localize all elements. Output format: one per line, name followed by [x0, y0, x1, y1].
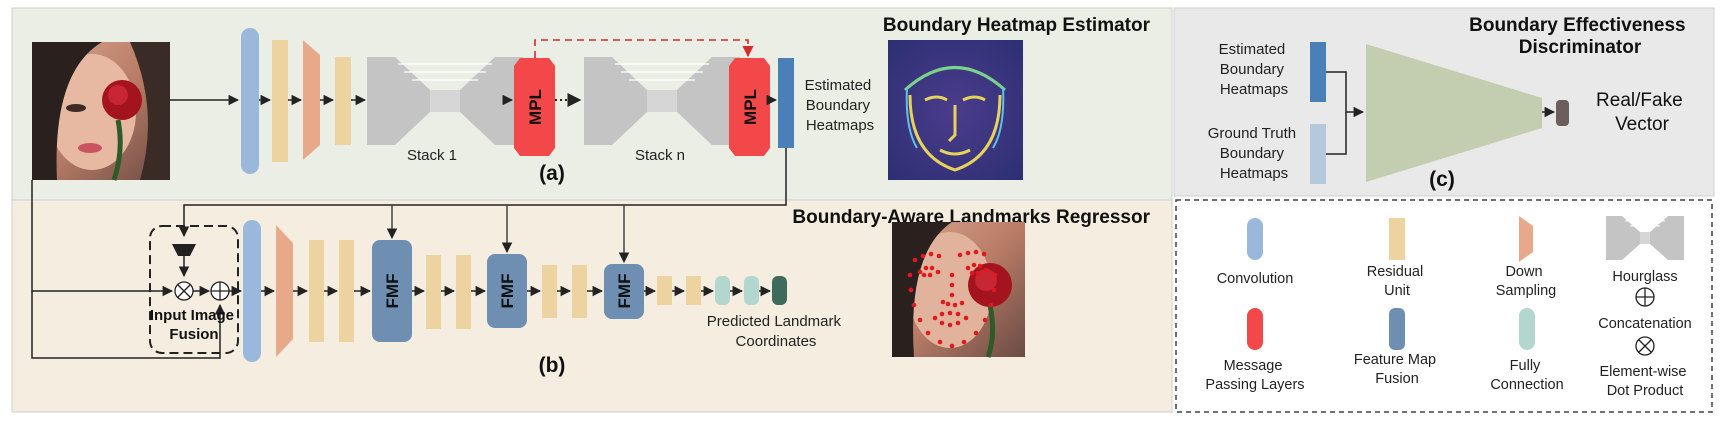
residual-block-a1	[272, 40, 288, 162]
fmf-block-1: FMF	[372, 240, 412, 342]
panel-c-label: (c)	[1429, 168, 1455, 191]
svg-text:FMF: FMF	[383, 274, 402, 309]
dot-product-icon	[174, 281, 194, 301]
conv-block-a	[241, 28, 259, 174]
arrow-heatmap-to-fusion	[178, 148, 787, 238]
panel-b-title: Boundary-Aware Landmarks Regressor	[792, 207, 1150, 228]
discriminator-ground-truth-bar	[1310, 124, 1326, 184]
residual-block-b7	[657, 276, 672, 305]
arrow-image-to-concat	[31, 291, 226, 359]
residual-block-b4	[456, 255, 471, 329]
legend-dot-product-label: Element-wise Dot Product	[1599, 364, 1690, 399]
ground-truth-heatmaps-label: Ground Truth Boundary Heatmaps	[1208, 125, 1301, 182]
discriminator-estimated-bar	[1310, 42, 1326, 102]
panel-a-label: (a)	[539, 162, 565, 185]
discriminator-network	[1366, 44, 1542, 182]
arrow-groundtruth-to-discriminator	[1326, 112, 1347, 155]
fmf-block-2: FMF	[487, 254, 527, 328]
legend-hourglass-label: Hourglass	[1612, 269, 1677, 285]
boundary-heatmap-image	[888, 40, 1023, 180]
svg-text:FMF: FMF	[498, 274, 517, 309]
legend-mpl-swatch	[1247, 308, 1263, 350]
svg-text:FMF: FMF	[615, 274, 634, 309]
fc-block-2	[744, 276, 759, 305]
svg-text:MPL: MPL	[741, 89, 760, 125]
panel-b-label: (b)	[539, 354, 566, 377]
mpl-block-2: MPL	[729, 58, 770, 156]
legend-mpl-label: Message Passing Layers	[1205, 358, 1304, 393]
legend-concat-label: Concatenation	[1598, 316, 1692, 332]
output-coordinates-block	[772, 276, 787, 305]
hourglass-stack-1	[367, 57, 523, 145]
legend-down-label: Down Sampling	[1496, 264, 1556, 299]
legend-concat-icon	[1635, 287, 1655, 307]
legend-fc-swatch	[1519, 308, 1535, 350]
legend-conv-swatch	[1247, 218, 1263, 260]
residual-block-a2	[335, 57, 351, 145]
real-fake-output-block	[1556, 100, 1569, 126]
arrow-estimated-to-discriminator	[1326, 71, 1365, 118]
residual-block-b1	[309, 240, 324, 342]
stack-1-label: Stack 1	[407, 147, 457, 164]
input-image-fusion-label: Input Image Fusion	[150, 307, 238, 343]
predicted-landmarks-label: Predicted Landmark Coordinates	[707, 313, 845, 350]
fc-block-1	[715, 276, 730, 305]
panel-c-title: Boundary Effectiveness Discriminator	[1469, 15, 1691, 58]
mpl-skip-connection	[534, 39, 754, 58]
residual-block-b5	[542, 265, 557, 318]
hourglass-stack-n	[584, 57, 740, 145]
legend-fmf-swatch	[1389, 308, 1405, 350]
real-fake-vector-label: Real/Fake Vector	[1596, 90, 1688, 135]
residual-block-b6	[572, 265, 587, 318]
estimated-heatmap-bar	[778, 58, 794, 148]
concatenation-icon	[210, 281, 230, 301]
panel-a-title: Boundary Heatmap Estimator	[883, 15, 1151, 36]
legend-dot-product-icon	[1635, 336, 1655, 356]
legend-fmf-label: Feature Map Fusion	[1354, 352, 1440, 387]
fmf-block-3: FMF	[604, 264, 644, 319]
estimated-heatmaps-label-c: Estimated Boundary Heatmaps	[1219, 41, 1290, 98]
legend-fc-label: Fully Connection	[1490, 358, 1563, 393]
downsample-block-a	[303, 40, 320, 160]
svg-text:MPL: MPL	[526, 89, 545, 125]
legend-residual-label: Residual Unit	[1367, 264, 1427, 299]
stack-n-label: Stack n	[635, 147, 685, 164]
legend-residual-swatch	[1389, 218, 1405, 260]
legend-conv-label: Convolution	[1217, 271, 1294, 287]
landmark-points	[907, 249, 998, 349]
legend-hourglass-swatch	[1606, 216, 1684, 260]
estimated-heatmaps-label-a: Estimated Boundary Heatmaps	[805, 77, 876, 134]
landmarks-face-image	[892, 222, 1025, 358]
downsample-block-b	[276, 225, 293, 357]
residual-block-b8	[686, 276, 701, 305]
fusion-downsample-icon	[172, 244, 196, 256]
input-face-image	[32, 42, 170, 181]
residual-block-b2	[339, 240, 354, 342]
residual-block-b3	[426, 255, 441, 329]
mpl-block-1: MPL	[514, 58, 555, 156]
conv-block-b	[243, 220, 261, 362]
legend-down-swatch	[1519, 216, 1533, 262]
